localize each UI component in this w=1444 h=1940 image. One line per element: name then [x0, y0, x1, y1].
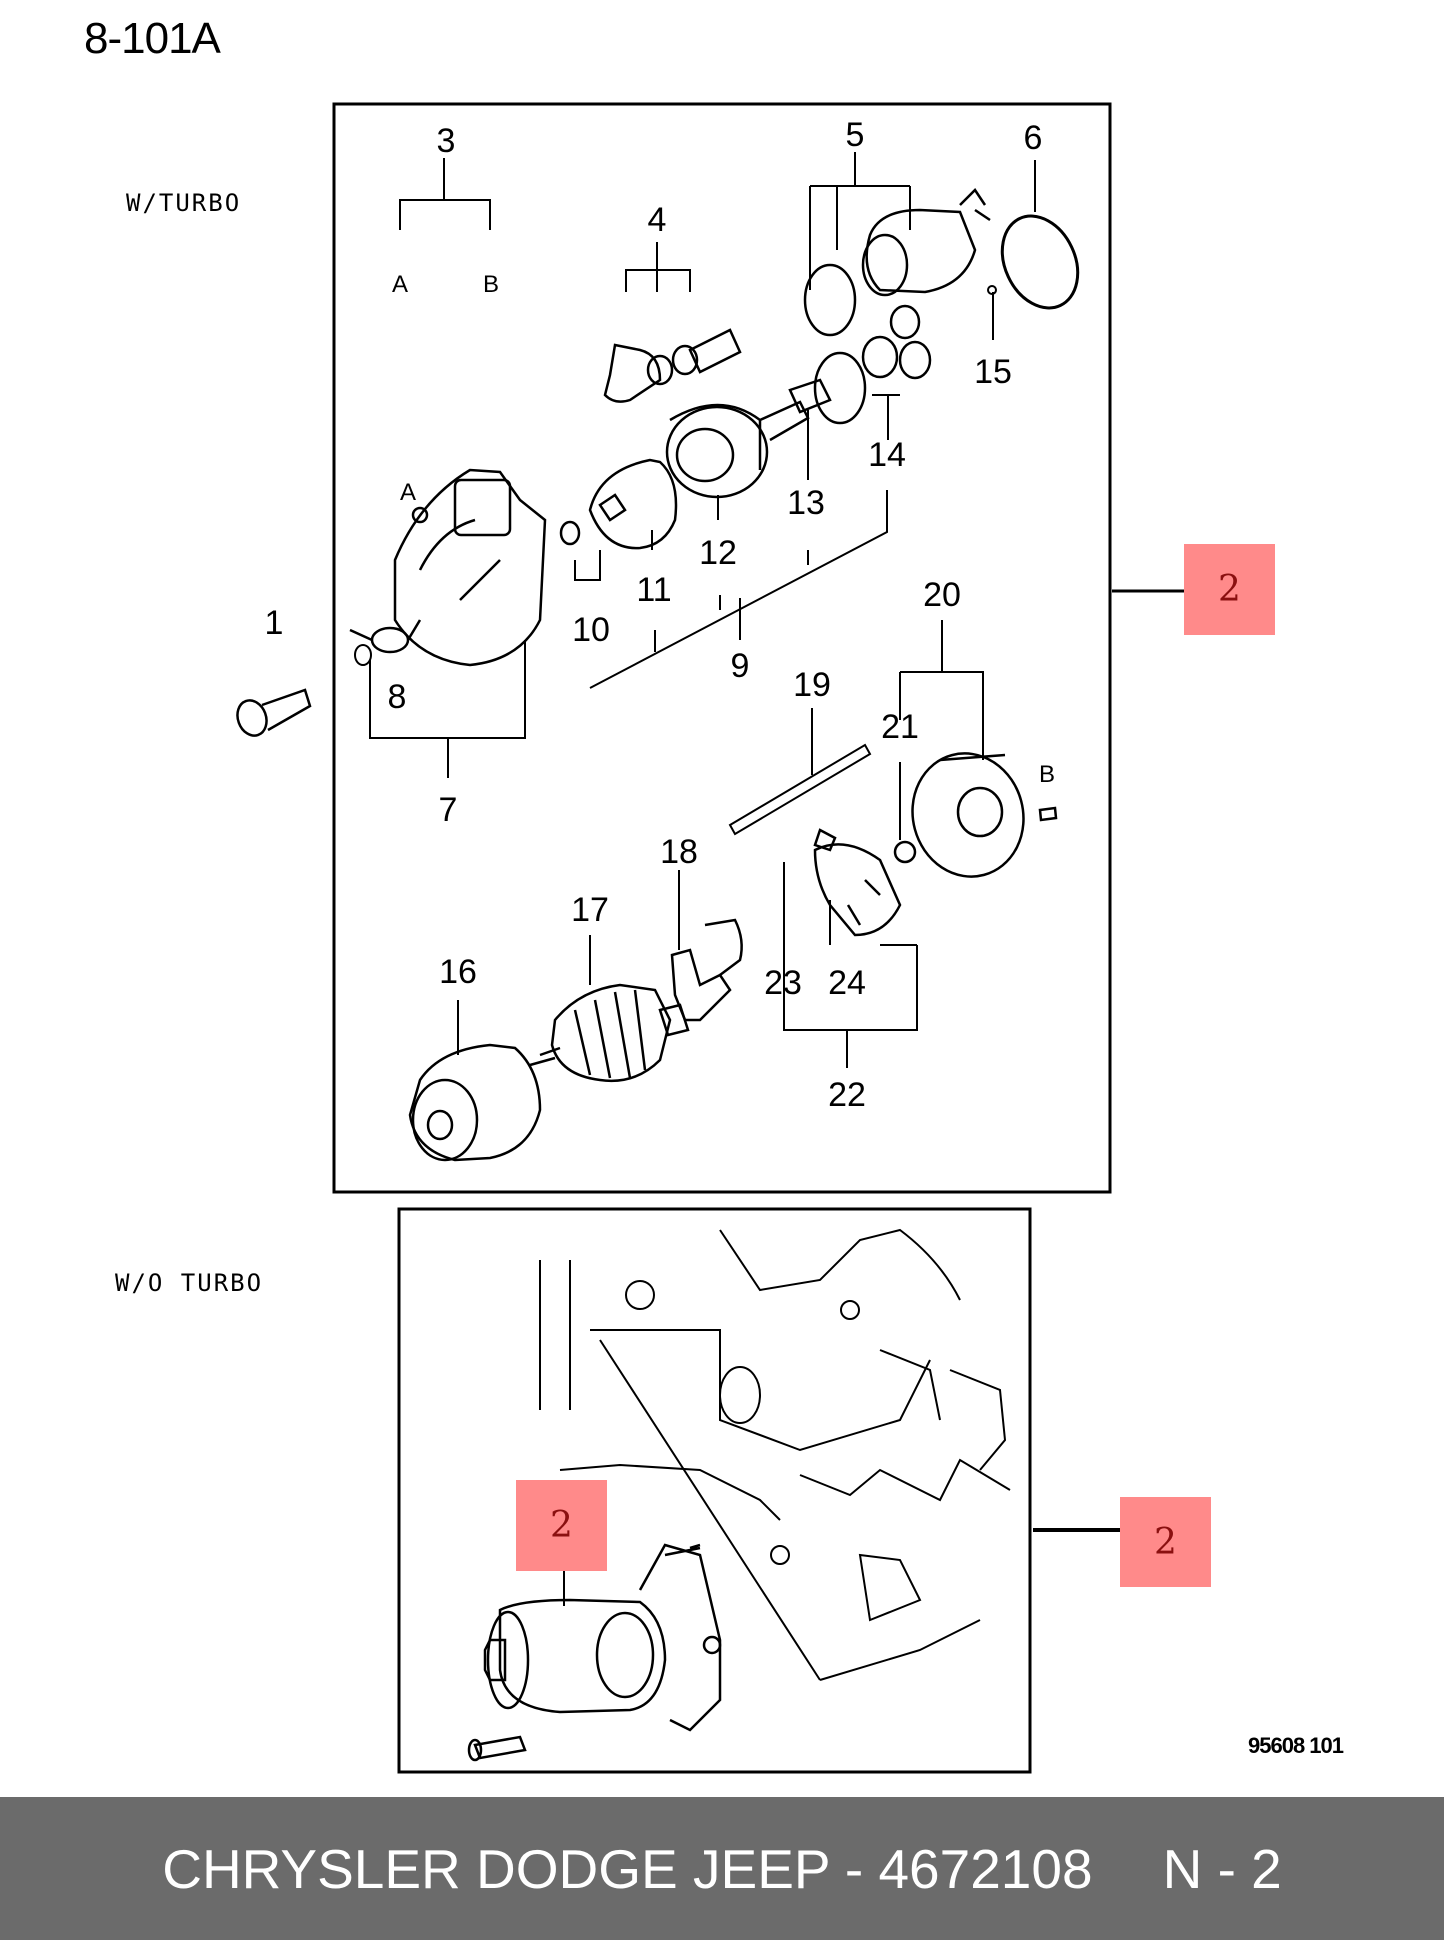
- callout-16: 16: [439, 953, 477, 991]
- callout-9: 9: [730, 647, 750, 685]
- leader-14: [872, 394, 900, 440]
- part-shaft-13: [759, 351, 867, 442]
- callout-5: 5: [845, 116, 865, 154]
- part-housing-12: [665, 403, 769, 499]
- callout-21: 21: [881, 708, 919, 746]
- callout-17: 17: [571, 891, 609, 929]
- footer-part-text: CHRYSLER DODGE JEEP - 4672108: [162, 1837, 1093, 1900]
- callout-10: 10: [572, 611, 610, 649]
- part-rear-cover-20: [911, 752, 1058, 878]
- bracket-9: [589, 490, 888, 689]
- starter-motor-lower: [467, 1543, 722, 1762]
- page-code: 8-101A: [84, 14, 221, 63]
- part-front-bracket-7: [349, 468, 547, 667]
- engine-view-linework: [539, 1228, 1011, 1681]
- bracket-5: [809, 152, 911, 290]
- callout-4: 4: [647, 201, 667, 239]
- callout-3b: B: [482, 271, 500, 298]
- callout-18: 18: [660, 833, 698, 871]
- callout-12: 12: [699, 534, 737, 572]
- bracket-3: [399, 158, 491, 230]
- callout-15: 15: [974, 353, 1012, 391]
- callout-7: 7: [438, 791, 458, 829]
- part-lever-4: [603, 328, 742, 403]
- callout-bolt-b: B: [1038, 761, 1056, 788]
- bracket-22: [783, 862, 918, 1068]
- callout-20: 20: [923, 576, 961, 614]
- part-through-bolt-19: [728, 743, 872, 836]
- part-gears-14: [861, 304, 932, 380]
- callout-11: 11: [636, 571, 672, 609]
- callout-19: 19: [793, 666, 831, 704]
- callout-8: 8: [387, 678, 407, 716]
- callout-14: 14: [868, 436, 906, 474]
- section-label-without-turbo: W/O TURBO: [115, 1269, 264, 1297]
- upper-frame: [332, 102, 1112, 1194]
- part-solenoid-5: [803, 188, 991, 337]
- part-pinion-11: [559, 458, 678, 550]
- part-bolt-1: [236, 688, 312, 737]
- part-brush-holder-22: [813, 828, 902, 937]
- bracket-7: [369, 640, 526, 778]
- callout-bolt-a: A: [399, 479, 417, 506]
- callout-22: 22: [828, 1076, 866, 1114]
- highlight-part-2-inner[interactable]: 2: [516, 1480, 607, 1571]
- footer-bar: CHRYSLER DODGE JEEP - 4672108 N - 2: [0, 1797, 1444, 1940]
- callout-23: 23: [764, 964, 802, 1002]
- part-brush-plate-18: [670, 918, 743, 1022]
- section-label-with-turbo: W/TURBO: [126, 189, 242, 217]
- callout-1: 1: [264, 604, 284, 642]
- callout-13: 13: [787, 484, 825, 522]
- lower-frame: [397, 1207, 1032, 1774]
- callout-6: 6: [1023, 119, 1043, 157]
- highlight-part-2-lower[interactable]: 2: [1120, 1497, 1211, 1587]
- callout-3a: A: [391, 271, 409, 298]
- part-armature-17: [529, 983, 690, 1082]
- part-ball-15: [987, 285, 997, 295]
- leader-10: [574, 550, 601, 581]
- figure-reference: 95608 101: [1248, 1733, 1344, 1758]
- bracket-4: [625, 242, 691, 292]
- bracket-20: [899, 620, 984, 760]
- part-washer-8: [354, 644, 372, 666]
- footer-position-text: N - 2: [1162, 1837, 1282, 1900]
- highlight-part-2-upper[interactable]: 2: [1184, 544, 1275, 635]
- callout-24: 24: [828, 964, 866, 1002]
- part-gasket-6: [1000, 214, 1080, 310]
- callout-3: 3: [436, 122, 456, 160]
- part-washer-21: [893, 840, 917, 864]
- part-yoke-16: [408, 1043, 542, 1162]
